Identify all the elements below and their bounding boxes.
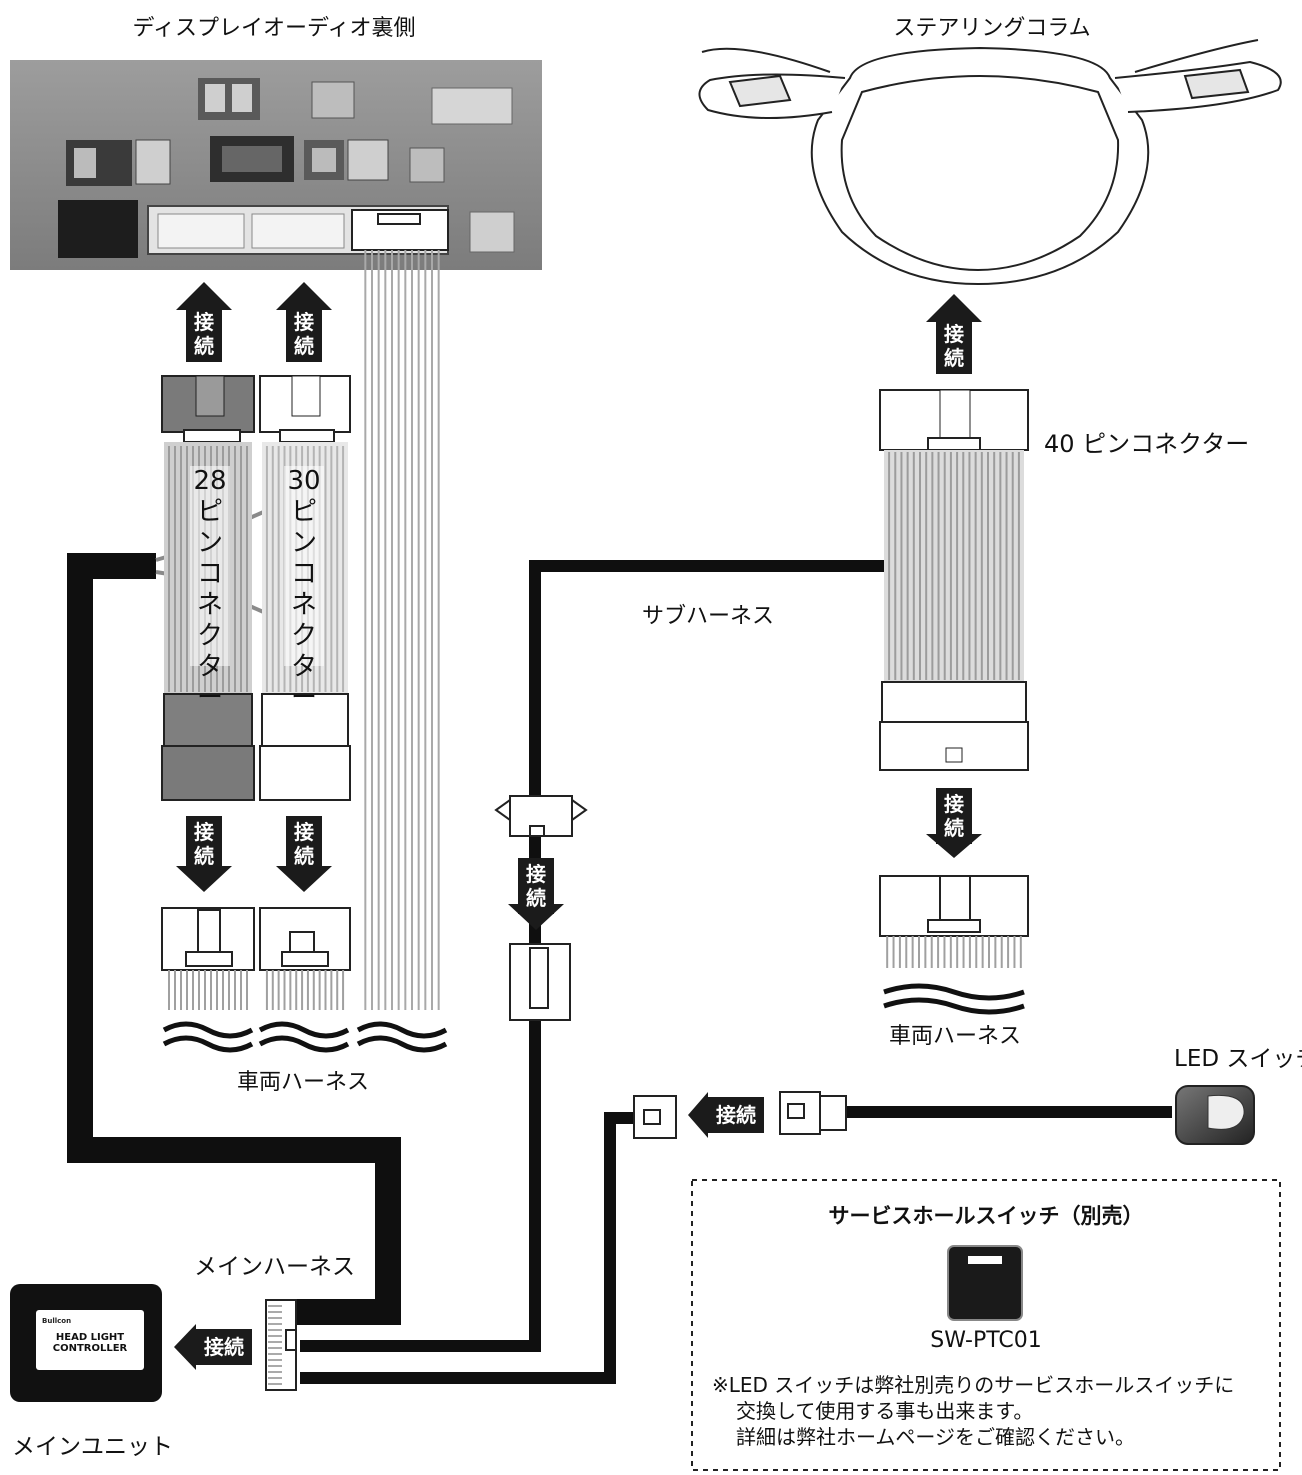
connect-tag-main-unit: 接続 [196,1329,252,1365]
arrow-down-30 [276,866,332,892]
connector-28-label: 28ピンコネクター [190,466,230,713]
led-switch-label: LED スイッチ [1174,1046,1302,1072]
main-unit-name-2: CONTROLLER [52,1343,128,1354]
connect-tag-28-top: 接続 [186,306,222,362]
cut-mark-display [356,1035,448,1053]
steering-column-drawing [698,39,1282,286]
led-switch-icon [1175,1085,1255,1145]
display-audio-photo [10,60,542,270]
vehicle-connector-40 [879,875,1029,968]
arrow-left-main [174,1324,196,1370]
sub-harness-connector [494,795,588,1021]
connect-tag-40-top: 接続 [936,318,972,374]
service-box-frame [691,1179,1281,1471]
cut-mark-40 [883,983,1025,1001]
sub-harness-label: サブハーネス [642,604,775,629]
arrow-up-28 [176,282,232,310]
led-switch-connectors [633,1091,847,1139]
service-note-3: 詳細は弊社ホームページをご確認ください。 [736,1425,1135,1449]
cut-mark-30 [258,1021,350,1039]
main-harness-label: メインハーネス [194,1254,355,1280]
service-note-1: ※LED スイッチは弊社別売りのサービスホールスイッチに [712,1373,1235,1397]
arrow-down-28 [176,866,232,892]
arrow-up-40 [926,294,982,322]
vehicle-connector-30 [259,907,351,1010]
service-box-title: サービスホールスイッチ（別売） [828,1204,1144,1228]
service-note-2: 交換して使用する事も出来ます。 [736,1399,1034,1423]
service-switch-model: SW-PTC01 [930,1328,1042,1353]
connect-tag-30-top: 接続 [286,306,322,362]
main-harness-connector [265,1299,297,1391]
cut-mark-28 [162,1035,254,1053]
connect-tag-28-bottom: 接続 [186,816,222,872]
display-audio-label: ディスプレイオーディオ裏側 [132,16,416,41]
main-unit-name-1: HEAD LIGHT [55,1332,125,1343]
cut-marks [162,983,1025,1053]
wire-bundle-display [364,250,440,1010]
vehicle-connector-28 [161,907,255,1010]
vehicle-harness-right-label: 車両ハーネス [888,1024,1022,1049]
cut-mark-40 [883,997,1025,1015]
cut-mark-display [356,1021,448,1039]
connect-tag-30-bottom: 接続 [286,816,322,872]
main-unit-label: メインユニット [12,1434,173,1460]
connector-30-label: 30ピンコネクター [284,466,324,713]
main-unit-plate: Bullcon HEAD LIGHT CONTROLLER [36,1310,144,1370]
connect-tag-sub: 接続 [518,858,554,914]
main-unit-brand: Bullcon [42,1317,72,1325]
cut-mark-28 [162,1021,254,1039]
cut-mark-30 [258,1035,350,1053]
connect-tag-led: 接続 [708,1097,764,1133]
arrow-left-led [688,1092,708,1138]
vehicle-harness-left-label: 車両ハーネス [236,1070,370,1095]
connect-tag-40-bottom: 接続 [936,788,972,844]
service-switch-icon [947,1245,1023,1321]
steering-column-label: ステアリングコラム [893,16,1091,41]
arrow-up-30 [276,282,332,310]
connector-40-label: 40 ピンコネクター [1044,430,1250,458]
connector-40pin-harness [879,389,1029,771]
